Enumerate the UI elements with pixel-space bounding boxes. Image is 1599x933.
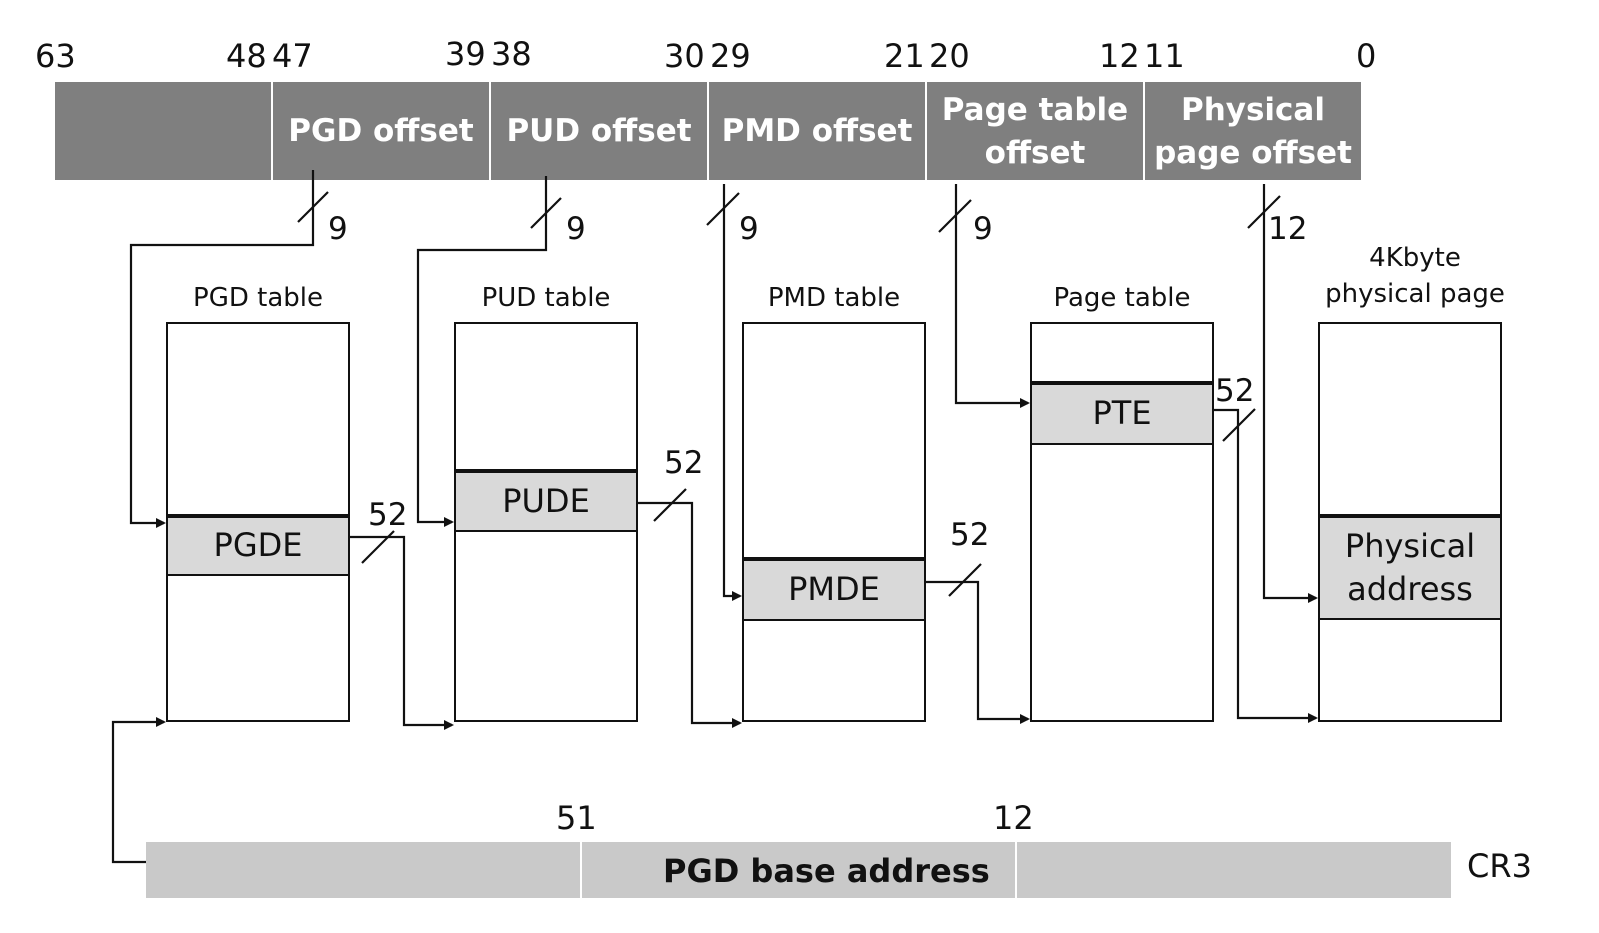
pte-entry: PTE xyxy=(1032,381,1212,445)
cr3-bit-high: 51 xyxy=(556,799,597,837)
pud-offset-slash xyxy=(530,197,562,229)
pgd-table: PGDE xyxy=(166,322,350,722)
page-table: PTE xyxy=(1030,322,1214,722)
pude-connector xyxy=(638,501,742,728)
bit-label-29: 29 xyxy=(710,37,751,75)
bit-label-39: 39 xyxy=(445,35,486,73)
pte-index-width-label: 9 xyxy=(973,211,993,247)
field-pmd-offset: PMD offset xyxy=(709,82,927,180)
pmd-table: PMDE xyxy=(742,322,926,722)
cr3-low-bits xyxy=(1017,842,1451,898)
pte-offset-slash xyxy=(938,199,972,233)
field-pud-offset: PUD offset xyxy=(491,82,709,180)
pude-width-label: 52 xyxy=(664,445,704,481)
pgd-index-width-label: 9 xyxy=(328,211,348,247)
pud-entry: PUDE xyxy=(456,469,636,532)
pud-offset-connector xyxy=(416,176,548,527)
bit-label-48: 48 xyxy=(226,37,267,75)
pmde-slash xyxy=(948,563,982,597)
pud-table: PUDE xyxy=(454,322,638,722)
page-offset-width-label: 12 xyxy=(1268,211,1308,247)
pude-slash xyxy=(653,488,687,522)
field-physical-page-offset-label: Physical page offset xyxy=(1154,91,1352,171)
pte-connector xyxy=(1214,408,1318,723)
cr3-pgd-base-field xyxy=(582,842,1015,898)
field-unused xyxy=(55,82,273,180)
pgd-offset-connector xyxy=(129,170,315,528)
pte-width-label: 52 xyxy=(1215,373,1255,409)
field-physical-page-offset: Physical page offset xyxy=(1145,82,1361,180)
bit-label-47: 47 xyxy=(272,37,313,75)
pmde-connector xyxy=(926,580,1030,724)
bit-label-0: 0 xyxy=(1356,37,1377,75)
pmd-entry: PMDE xyxy=(744,557,924,621)
cr3-register-name: CR3 xyxy=(1467,847,1532,885)
bit-label-11: 11 xyxy=(1144,37,1185,75)
bit-label-12: 12 xyxy=(1099,37,1140,75)
bit-label-30: 30 xyxy=(664,37,705,75)
field-pud-offset-label: PUD offset xyxy=(506,113,692,150)
physical-page: Physical address xyxy=(1318,322,1502,722)
bit-label-63: 63 xyxy=(35,37,76,75)
pgd-entry: PGDE xyxy=(168,514,348,576)
field-page-table-offset-label: Page table offset xyxy=(941,91,1129,171)
pud-table-title: PUD table xyxy=(481,283,611,313)
cr3-bit-low: 12 xyxy=(993,799,1034,837)
pgde-width-label: 52 xyxy=(368,497,408,533)
page-table-title: Page table xyxy=(1053,283,1191,313)
pte-slash xyxy=(1222,408,1256,442)
pgde-slash xyxy=(361,530,395,564)
pud-index-width-label: 9 xyxy=(566,211,586,247)
page-offset-slash xyxy=(1247,195,1281,229)
bit-label-21: 21 xyxy=(884,37,925,75)
pgd-offset-slash xyxy=(297,191,329,223)
cr3-connector xyxy=(111,717,166,864)
pgde-connector xyxy=(350,535,454,730)
cr3-field-label: PGD base address xyxy=(663,852,990,890)
pmde-width-label: 52 xyxy=(950,517,990,553)
pmd-offset-slash xyxy=(706,192,740,226)
field-pmd-offset-label: PMD offset xyxy=(721,113,913,150)
pmd-table-title: PMD table xyxy=(767,283,901,313)
bit-label-20: 20 xyxy=(929,37,970,75)
cr3-high-bits xyxy=(146,842,580,898)
pmd-index-width-label: 9 xyxy=(739,211,759,247)
field-pgd-offset: PGD offset xyxy=(273,82,491,180)
pmd-offset-connector xyxy=(722,184,742,601)
field-pgd-offset-label: PGD offset xyxy=(288,113,474,150)
page-offset-connector xyxy=(1262,184,1318,603)
field-page-table-offset: Page table offset xyxy=(927,82,1145,180)
physical-page-title: 4Kbyte physical page xyxy=(1325,243,1505,310)
bit-label-38: 38 xyxy=(491,35,532,73)
pgd-table-title: PGD table xyxy=(193,283,323,313)
physical-address-entry: Physical address xyxy=(1320,514,1500,620)
pte-offset-connector xyxy=(954,184,1030,408)
